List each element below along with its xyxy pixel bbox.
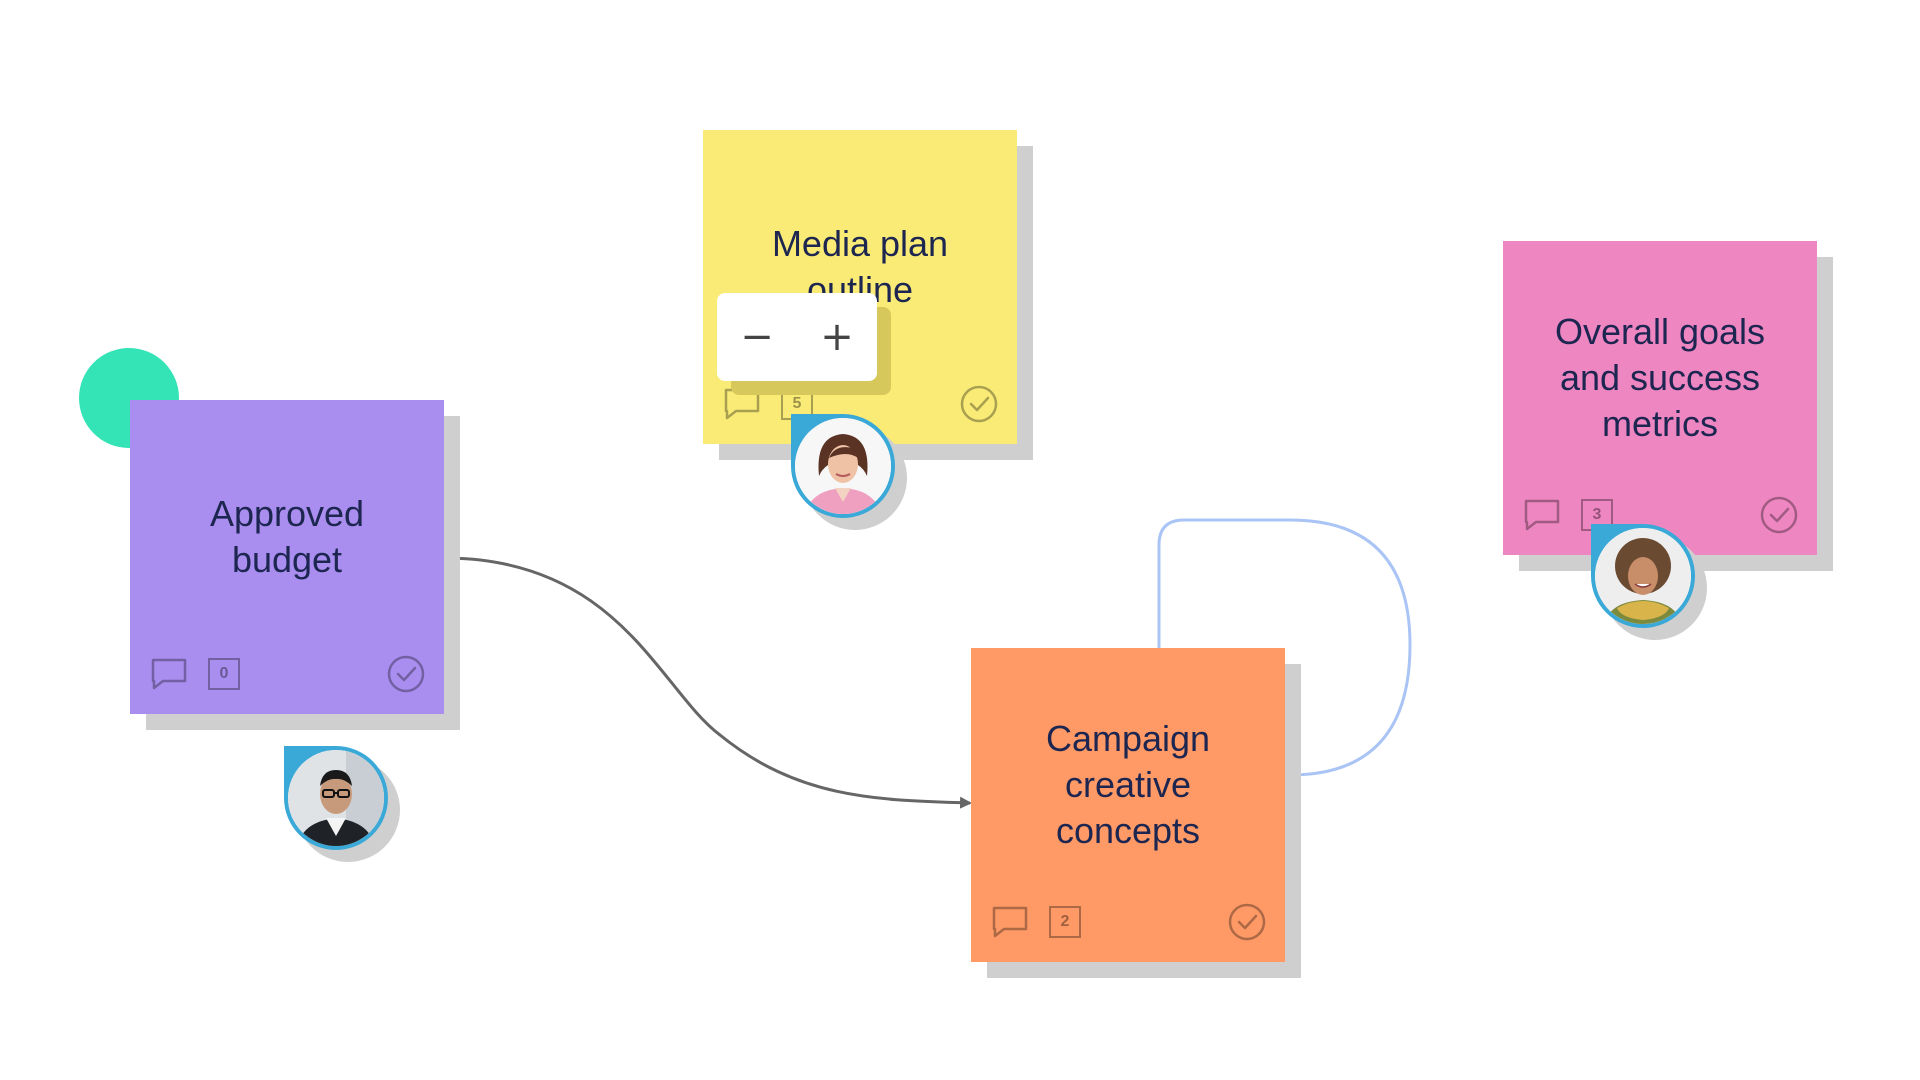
- zoom-control-panel: − +: [717, 293, 877, 381]
- person-portrait-icon: [1595, 528, 1691, 624]
- comment-count-badge: 2: [1049, 906, 1081, 938]
- sticky-note-media-plan[interactable]: Media plan outline 5: [703, 130, 1033, 460]
- note-text[interactable]: Overall goals and success metrics: [1554, 311, 1766, 444]
- comment-icon[interactable]: [1523, 498, 1561, 532]
- note-body[interactable]: Overall goals and success metrics 3: [1503, 241, 1817, 555]
- collaborator-avatar-2[interactable]: [791, 414, 907, 530]
- avatar[interactable]: [791, 414, 895, 518]
- sticky-note-approved-budget[interactable]: Approved budget 0: [130, 400, 460, 730]
- avatar-photo: [288, 750, 384, 846]
- comment-icon[interactable]: [991, 905, 1029, 939]
- zoom-in-button[interactable]: +: [820, 314, 854, 360]
- sticky-note-campaign-creative[interactable]: Campaign creative concepts 2: [971, 648, 1301, 978]
- zoom-control: − +: [717, 293, 891, 395]
- collaborator-avatar-3[interactable]: [1591, 524, 1707, 640]
- person-portrait-icon: [795, 418, 891, 514]
- comment-icon[interactable]: [150, 657, 188, 691]
- comment-count-badge: 0: [208, 658, 240, 690]
- collaborator-avatar-1[interactable]: [284, 746, 400, 862]
- note-text[interactable]: Approved budget: [209, 493, 365, 580]
- person-portrait-icon: [288, 750, 384, 846]
- note-footer: 0: [150, 654, 426, 694]
- check-circle-icon[interactable]: [1227, 902, 1267, 942]
- avatar[interactable]: [284, 746, 388, 850]
- sticky-note-overall-goals[interactable]: Overall goals and success metrics 3: [1503, 241, 1833, 571]
- avatar-photo: [795, 418, 891, 514]
- avatar[interactable]: [1591, 524, 1695, 628]
- zoom-out-button[interactable]: −: [740, 314, 774, 360]
- check-circle-icon[interactable]: [959, 384, 999, 424]
- note-body[interactable]: Campaign creative concepts 2: [971, 648, 1285, 962]
- note-body[interactable]: Media plan outline 5: [703, 130, 1017, 444]
- note-footer: 2: [991, 902, 1267, 942]
- note-body[interactable]: Approved budget 0: [130, 400, 444, 714]
- avatar-photo: [1595, 528, 1691, 624]
- connector-arrow: [447, 556, 972, 809]
- check-circle-icon[interactable]: [386, 654, 426, 694]
- note-text[interactable]: Campaign creative concepts: [1045, 718, 1211, 851]
- check-circle-icon[interactable]: [1759, 495, 1799, 535]
